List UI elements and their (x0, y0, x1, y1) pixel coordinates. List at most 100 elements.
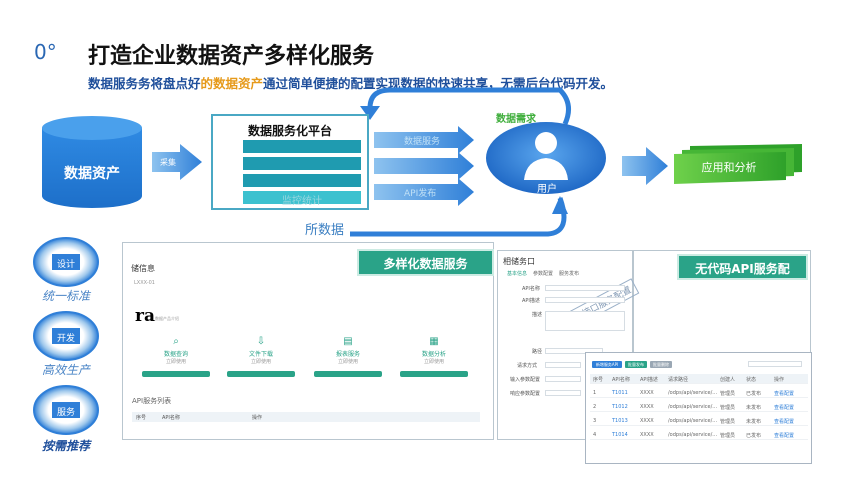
section-number: 0° (34, 40, 57, 64)
td: /odps/api/service/... (668, 418, 718, 424)
td[interactable]: T1014 (612, 432, 628, 438)
table-search-input[interactable] (748, 361, 802, 367)
batch-delete-button[interactable]: 批量删除 (650, 361, 672, 368)
card-sub: 立即使用 (250, 359, 271, 365)
service-card[interactable]: ▤ 报表服务 立即使用 (310, 335, 386, 377)
service-card[interactable]: ▦ 数据分析 立即使用 (396, 335, 472, 377)
tab-basic[interactable]: 基本信息 (507, 271, 528, 277)
td[interactable]: T1013 (612, 418, 628, 424)
platform-bar (243, 157, 361, 170)
description-textarea[interactable] (545, 311, 625, 331)
td: /odps/api/service/... (668, 432, 718, 438)
card-apply-button[interactable] (314, 371, 382, 377)
demand-label: 数据需求 (496, 114, 536, 125)
td: XXXX (640, 418, 654, 424)
platform-bar (243, 140, 361, 153)
td: XXXX (640, 404, 654, 410)
form-label: 描述 (532, 312, 543, 318)
subtitle-part4: 通过简单便捷的配置实现数据的快速共享，无需后台代码开发。 (263, 76, 614, 91)
api-desc-input[interactable] (545, 297, 625, 303)
td: 管理员 (720, 405, 736, 411)
th: 序号 (593, 377, 604, 383)
collect-arrow-icon (152, 144, 202, 180)
card-apply-button[interactable] (400, 371, 468, 377)
cell: 序号 (136, 415, 147, 421)
chart-icon: ▦ (429, 336, 439, 347)
service-arrow-icon (374, 126, 474, 154)
add-api-button[interactable]: 新增服务API (592, 361, 622, 368)
output-params-select[interactable] (545, 390, 581, 396)
subtitle: 数据服务务将盘点好的数据资产通过简单便捷的配置实现数据的快速共享，无需后台代码开… (88, 73, 613, 92)
services-big-glyph: ra (135, 306, 155, 326)
side-badge-2: 开发 (56, 334, 75, 344)
td[interactable]: T1012 (612, 404, 628, 410)
subtitle-part3: 的数据资产 (200, 76, 264, 91)
services-id: LXXX-01 (134, 280, 155, 286)
user-label: 用户 (537, 184, 557, 195)
cell: API名称 (162, 415, 180, 421)
td[interactable]: 查看配置 (774, 405, 795, 411)
card-name: 文件下载 (248, 351, 273, 358)
card-sub: 立即使用 (165, 359, 186, 365)
th: 操作 (774, 377, 785, 383)
path-input[interactable] (545, 348, 603, 354)
method-select[interactable] (545, 362, 581, 368)
tab-params[interactable]: 参数配置 (533, 271, 554, 277)
platform-title: 数据服务化平台 (247, 124, 332, 138)
card-sub: 立即使用 (423, 359, 444, 365)
tab-publish[interactable]: 服务发布 (559, 271, 580, 277)
card-apply-button[interactable] (227, 371, 295, 377)
side-caption-1: 统一标准 (41, 289, 90, 303)
batch-publish-button[interactable]: 批量发布 (625, 361, 647, 368)
arrow3-label: API发布 (404, 189, 437, 199)
form-label: 请求方式 (517, 363, 538, 369)
table-row[interactable]: 3 T1013 XXXX /odps/api/service/... 管理员 未… (590, 416, 808, 426)
td: 管理员 (720, 419, 736, 425)
card-name: 数据分析 (421, 351, 446, 358)
table-row[interactable]: 序号 API名称 操作 (132, 412, 480, 422)
form-label: 路径 (532, 349, 543, 355)
side-badge-1: 设计 (56, 260, 75, 270)
user-icon (524, 132, 568, 180)
td: /odps/api/service/... (668, 404, 718, 410)
td[interactable]: 查看配置 (774, 433, 795, 439)
cell: 操作 (252, 415, 263, 421)
database-cylinder-icon (42, 116, 142, 208)
th: 请求路径 (668, 377, 689, 383)
form-label: 输入参数配置 (510, 377, 541, 383)
collect-label: 采集 (160, 158, 176, 167)
td[interactable]: 查看配置 (774, 391, 795, 397)
service-card[interactable]: ⌕ 数据查询 立即使用 (138, 335, 214, 377)
table-row[interactable]: 2 T1012 XXXX /odps/api/service/... 管理员 未… (590, 402, 808, 412)
return-label: 所数据 (305, 223, 345, 238)
th: 状态 (746, 377, 757, 383)
card-name: 数据查询 (163, 351, 188, 358)
td: 4 (593, 432, 597, 438)
platform-bar (243, 191, 361, 204)
service-card[interactable]: ⇩ 文件下载 立即使用 (223, 335, 299, 377)
table-row[interactable]: 4 T1014 XXXX /odps/api/service/... 管理员 已… (590, 430, 808, 440)
app-stack-icon (674, 144, 802, 184)
td: 已发布 (746, 391, 762, 397)
td[interactable]: 查看配置 (774, 419, 795, 425)
api-name-input[interactable] (545, 285, 625, 291)
monitor-label: 监控统计 (282, 196, 322, 207)
td[interactable]: T1011 (612, 390, 628, 396)
td: 3 (593, 418, 597, 424)
card-sub: 立即使用 (337, 359, 358, 365)
subtitle-part2: 务将盘点好 (138, 76, 201, 91)
document-icon: ▤ (343, 336, 353, 347)
table-header-row: 序号 API名称 API描述 请求路径 创建人 状态 操作 (590, 374, 808, 384)
td: 2 (593, 404, 597, 410)
th: 创建人 (720, 377, 736, 383)
td: 已发布 (746, 433, 762, 439)
download-icon: ⇩ (256, 336, 266, 347)
api-table-panel (585, 352, 812, 464)
input-params-select[interactable] (545, 376, 581, 382)
table-row[interactable]: 1 T1011 XXXX /odps/api/service/... 管理员 已… (590, 388, 808, 398)
side-caption-3: 按需推荐 (41, 439, 90, 453)
api-tag: 无代码API服务配 (677, 254, 808, 280)
card-apply-button[interactable] (142, 371, 210, 377)
